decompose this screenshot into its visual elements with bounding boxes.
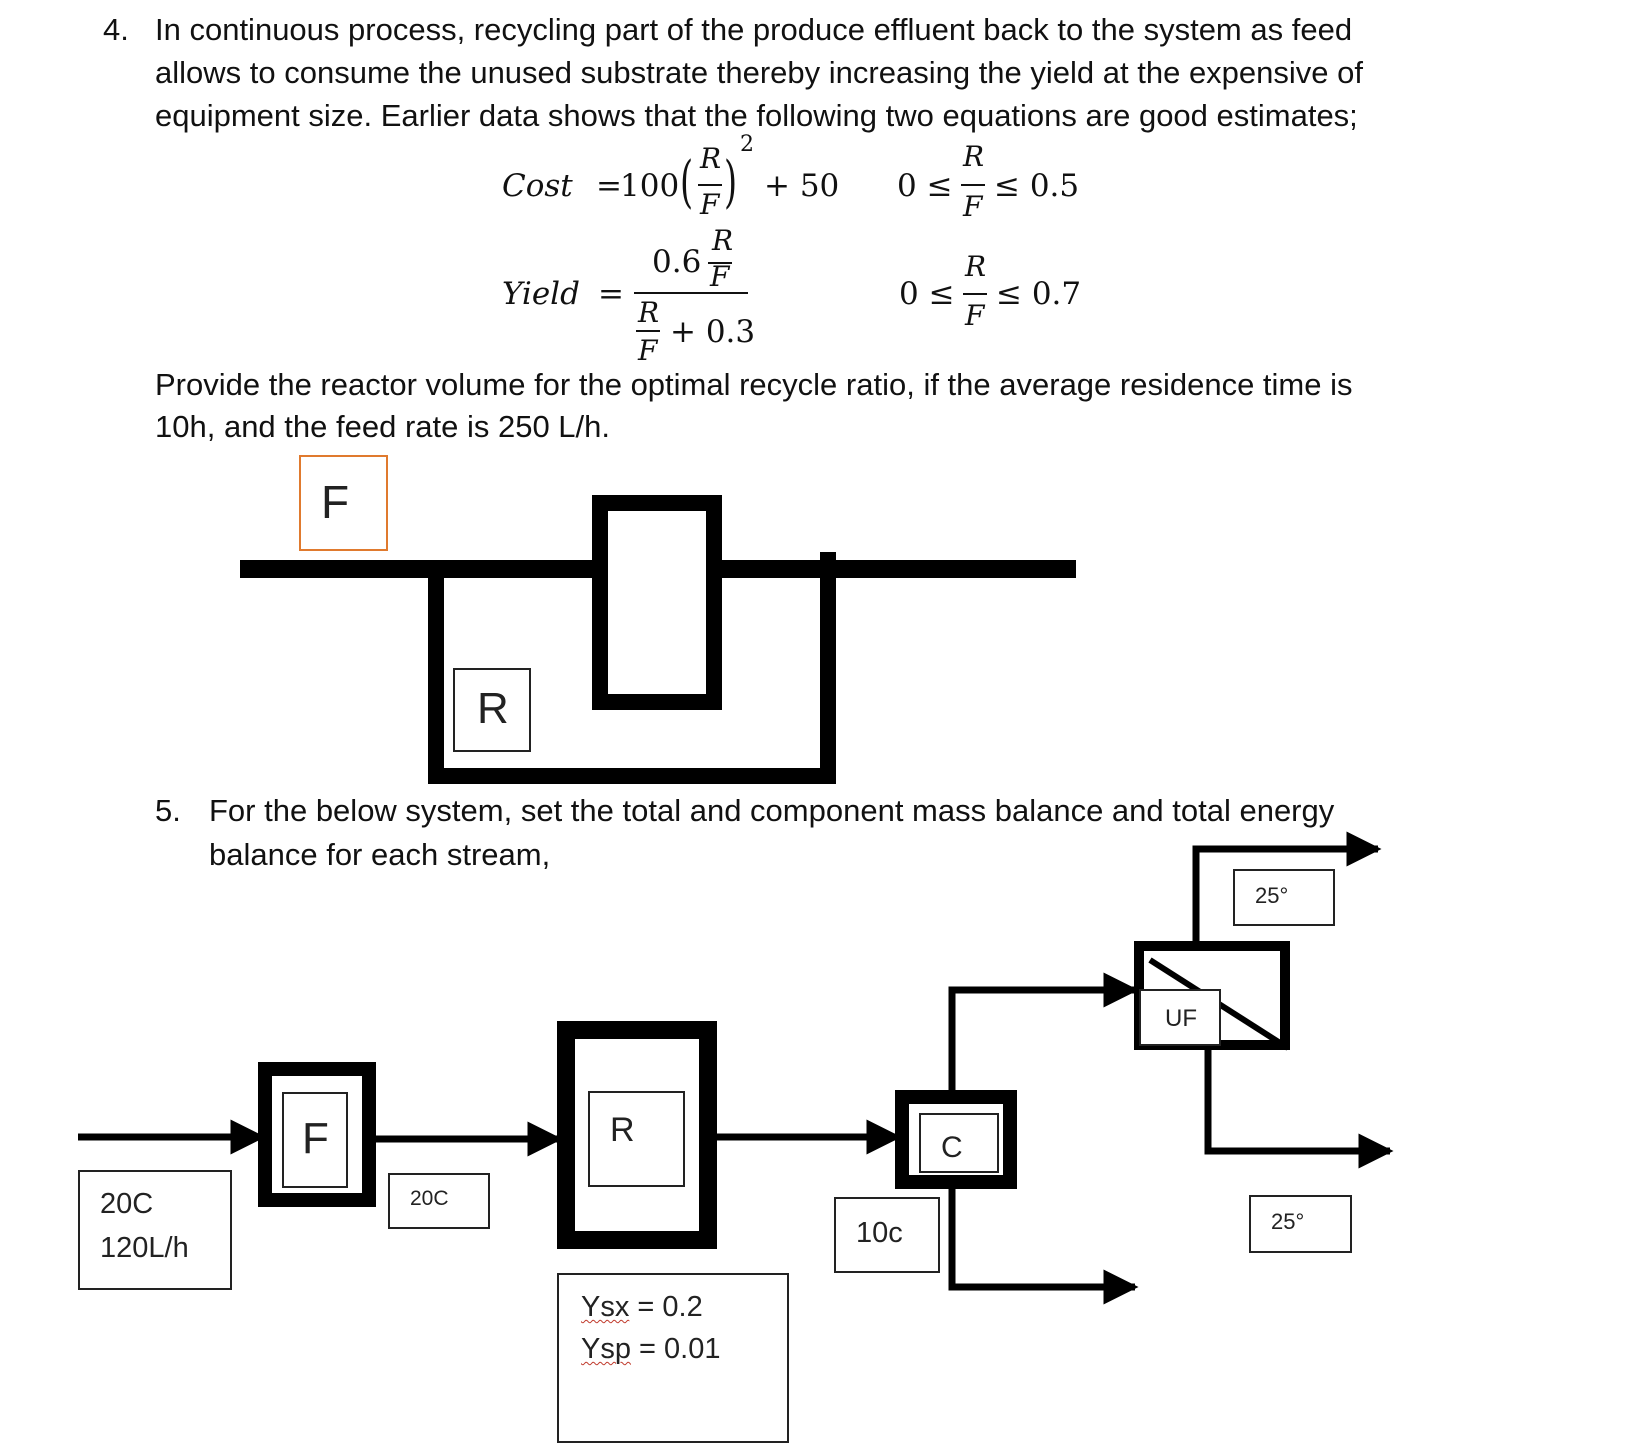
cost-equals: = (596, 168, 622, 204)
recycle-diagram (240, 495, 1076, 784)
cost-range-denominator: F (963, 190, 983, 223)
centrifuge-bottom-outlet-arrow (948, 1182, 1139, 1305)
reactor-unit-label: R (610, 1111, 635, 1149)
yield-den-frac-bar (636, 330, 660, 332)
reactor-inner-box: R (588, 1091, 685, 1187)
yield-main-bar (634, 292, 748, 294)
q4-number: 4. (103, 12, 129, 47)
cost-frac-bar (698, 184, 722, 186)
uf-retentate-arrow (1204, 1045, 1394, 1169)
filter-unit-label: F (302, 1114, 329, 1163)
yield-range-bar (963, 293, 987, 295)
yield-range-denominator: F (965, 299, 985, 332)
cost-range-upper: ≤ 0.5 (994, 168, 1080, 204)
centrifuge-outlet-temperature: 10c (856, 1217, 903, 1249)
uf-permeate-temperature: 25° (1255, 883, 1289, 908)
centrifuge-frame (895, 1090, 1017, 1189)
centrifuge-inner-box: C (919, 1113, 999, 1173)
yield-label: Yield (502, 276, 580, 312)
cost-range-numerator: R (963, 140, 985, 173)
yield-sp-label: Ysp (581, 1333, 631, 1365)
yield-sx-value: = 0.2 (637, 1291, 703, 1323)
q4-text-line-1: In continuous process, recycling part of… (155, 12, 1353, 47)
cost-exponent: 2 (740, 132, 754, 157)
reactor-frame (557, 1021, 717, 1249)
cost-frac-denominator: F (700, 188, 720, 221)
yield-range-numerator: R (965, 250, 987, 283)
cost-coefficient: 100 (620, 168, 680, 204)
q5-number: 5. (155, 793, 181, 828)
cost-constant: + 50 (764, 168, 840, 204)
yield-range-lower: 0 ≤ (899, 276, 955, 312)
yield-num-frac-numerator: R (712, 224, 734, 257)
centrifuge-to-uf-arrow (948, 972, 1139, 1097)
recycle-label: R (477, 684, 509, 733)
uf-permeate-info-box: 25° (1233, 869, 1335, 926)
cost-label: Cost (502, 168, 573, 204)
yield-denominator-plus: + 0.3 (670, 314, 756, 350)
cost-paren-open: ( (680, 150, 694, 215)
uf-retentate-temperature: 25° (1271, 1209, 1305, 1234)
yield-sp-row: Ysp = 0.01 (581, 1333, 720, 1366)
yield-num-frac-denominator: F (710, 260, 730, 293)
cost-range-lower: 0 ≤ (897, 168, 953, 204)
cost-range-bar (961, 184, 985, 186)
inlet-flow-rate: 120L/h (100, 1232, 189, 1264)
inlet-info-box: 20C 120L/h (78, 1170, 232, 1290)
yield-sx-label: Ysx (581, 1291, 630, 1323)
feed-label-box: F (299, 455, 388, 551)
uf-unit-label: UF (1165, 1005, 1197, 1032)
reactor-vessel (592, 495, 722, 710)
filter-outlet-temperature: 20C (410, 1187, 449, 1210)
process-diagram (78, 831, 1394, 1305)
q4-text-line-2: allows to consume the unused substrate t… (155, 55, 1364, 90)
cost-paren-close: ) (724, 150, 738, 215)
q5-text-line-1: For the below system, set the total and … (209, 793, 1335, 828)
filter-unit-frame (258, 1062, 376, 1207)
yield-numerator-coef: 0.6 (652, 244, 702, 280)
centrifuge-unit-label: C (941, 1131, 963, 1164)
filter-unit-box: F (282, 1092, 348, 1188)
yield-num-frac-bar (708, 262, 732, 264)
yield-den-frac-numerator: R (638, 296, 660, 329)
uf-retentate-info-box: 25° (1249, 1195, 1352, 1253)
q4-text-line-3: equipment size. Earlier data shows that … (155, 98, 1358, 133)
q4-text-line-4: Provide the reactor volume for the optim… (155, 367, 1353, 402)
cost-frac-numerator: R (700, 142, 722, 175)
feed-label: F (321, 476, 350, 528)
recycle-label-box: R (453, 668, 531, 752)
yield-range-upper: ≤ 0.7 (996, 276, 1082, 312)
yield-den-frac-denominator: F (638, 334, 658, 367)
q5-text-line-2: balance for each stream, (209, 837, 551, 872)
yield-sp-value: = 0.01 (639, 1333, 721, 1365)
uf-permeate-arrow (1192, 831, 1382, 946)
yield-equals: = (598, 276, 624, 312)
yield-info-box: Ysx = 0.2 Ysp = 0.01 (557, 1273, 789, 1443)
inlet-temperature: 20C (100, 1188, 154, 1220)
q4-text-line-5: 10h, and the feed rate is 250 L/h. (155, 409, 611, 444)
yield-sx-row: Ysx = 0.2 (581, 1291, 703, 1324)
filter-outlet-info-box: 20C (388, 1173, 490, 1229)
uf-label-box: UF (1139, 989, 1221, 1046)
centrifuge-outlet-info-box: 10c (834, 1197, 940, 1273)
